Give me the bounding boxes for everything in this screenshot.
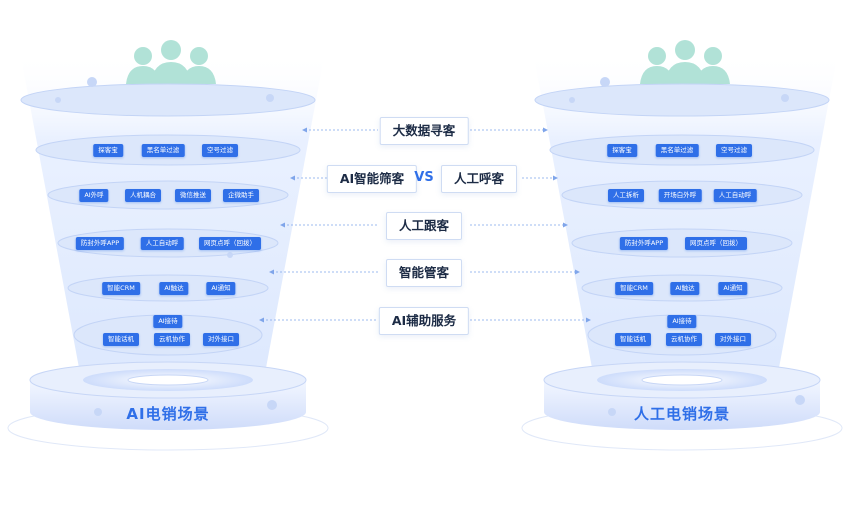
compare-manual-calling: 人工呼客 (440, 165, 518, 193)
left-tag-ai-reach: AI触达 (159, 282, 189, 295)
right-tag-ai-reach: AI触达 (670, 282, 700, 295)
right-tag-anti-block-app: 防封外呼APP (619, 237, 669, 250)
right-funnel (521, 40, 843, 451)
right-tag-manual-auto-call: 人工自动呼 (713, 189, 757, 202)
left-tag-wecom-assistant: 企微助手 (223, 189, 259, 202)
left-tag-blacklist: 黑名单过滤 (141, 144, 185, 157)
stage-smart-management: 智能管客 (385, 259, 463, 287)
right-tag-smart-phone: 智能话机 (615, 333, 651, 346)
left-tag-ai-outbound: AI外呼 (79, 189, 109, 202)
right-tag-blacklist: 黑名单过滤 (655, 144, 699, 157)
left-tag-anti-block-app: 防封外呼APP (75, 237, 125, 250)
connectors (262, 129, 588, 321)
left-tag-ai-notify: AI通知 (206, 282, 236, 295)
right-people-icon (640, 40, 730, 84)
right-tag-api: 对外接口 (715, 333, 751, 346)
left-tag-cloud-collab: 云机协作 (154, 333, 190, 346)
left-tag-web-callback: 网页点呼（回拨） (199, 237, 261, 250)
left-tag-api: 对外接口 (203, 333, 239, 346)
left-tag-tanke: 探客宝 (93, 144, 123, 157)
vs-label: VS (414, 170, 434, 185)
stage-manual-followup: 人工跟客 (385, 212, 463, 240)
right-tag-crm: 智能CRM (615, 282, 653, 295)
right-tag-cloud-collab: 云机协作 (666, 333, 702, 346)
left-tag-crm: 智能CRM (102, 282, 140, 295)
left-base-title: AI电销场景 (126, 405, 210, 423)
left-tag-ai-reception: AI接待 (153, 315, 183, 328)
stage-ai-assisted-service: AI辅助服务 (378, 307, 470, 335)
left-tag-human-machine: 人机耦合 (125, 189, 161, 202)
right-tag-web-callback: 网页点呼（回拨） (685, 237, 747, 250)
right-tag-ai-reception: AI接待 (667, 315, 697, 328)
right-tag-empty-number: 空号过滤 (716, 144, 752, 157)
right-base-title: 人工电销场景 (633, 405, 731, 423)
left-tag-manual-auto-call: 人工自动呼 (140, 237, 184, 250)
right-tag-opening-call: 开场白外呼 (658, 189, 702, 202)
left-tag-empty-number: 空号过滤 (202, 144, 238, 157)
right-tag-tanke: 探客宝 (607, 144, 637, 157)
right-tag-ai-notify: AI通知 (718, 282, 748, 295)
left-tag-wechat-push: 微信推送 (175, 189, 211, 202)
compare-ai-screening: AI智能筛客 (326, 165, 418, 193)
left-tag-smart-phone: 智能话机 (103, 333, 139, 346)
right-tag-manual-analysis: 人工拆析 (608, 189, 644, 202)
left-people-icon (126, 40, 216, 84)
left-funnel (7, 40, 329, 451)
stage-big-data-prospecting: 大数据寻客 (379, 117, 469, 145)
